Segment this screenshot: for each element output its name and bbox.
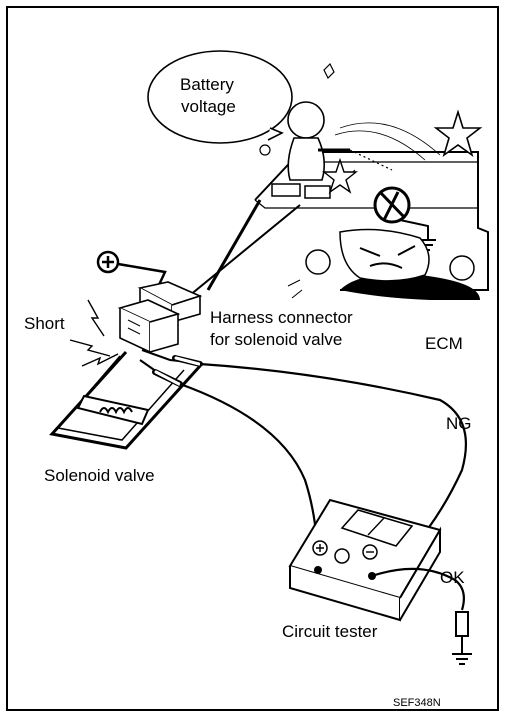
angry-ecm-face xyxy=(287,228,475,299)
short-label: Short xyxy=(24,314,65,333)
harness-connector xyxy=(117,281,203,354)
ecm-label: ECM xyxy=(425,334,463,353)
lightning-ground-icon xyxy=(373,186,436,251)
figure-code-label: SEF348N xyxy=(393,697,441,709)
ok-ground-lead xyxy=(371,567,472,665)
speech-bubble xyxy=(147,50,293,144)
harness-connector-label-line1: Harness connector xyxy=(210,308,353,327)
wire-ecm-harness xyxy=(206,199,262,291)
solenoid-valve-label: Solenoid valve xyxy=(44,466,155,485)
solenoid-valve xyxy=(49,350,202,450)
star-icons xyxy=(259,62,483,194)
short-spark-icons xyxy=(69,299,119,367)
circuit-tester xyxy=(288,498,442,622)
battery-voltage-label-line1: Battery xyxy=(180,75,234,94)
ng-label: NG xyxy=(446,414,472,433)
harness-connector-label-line2: for solenoid valve xyxy=(210,330,343,349)
battery-voltage-label-line2: voltage xyxy=(181,97,236,116)
figure-frame xyxy=(6,6,499,711)
wire-ecm-harness-2 xyxy=(177,204,301,306)
ok-label: OK xyxy=(440,568,465,587)
circuit-tester-label: Circuit tester xyxy=(282,622,378,641)
cartoon-man xyxy=(271,101,441,199)
